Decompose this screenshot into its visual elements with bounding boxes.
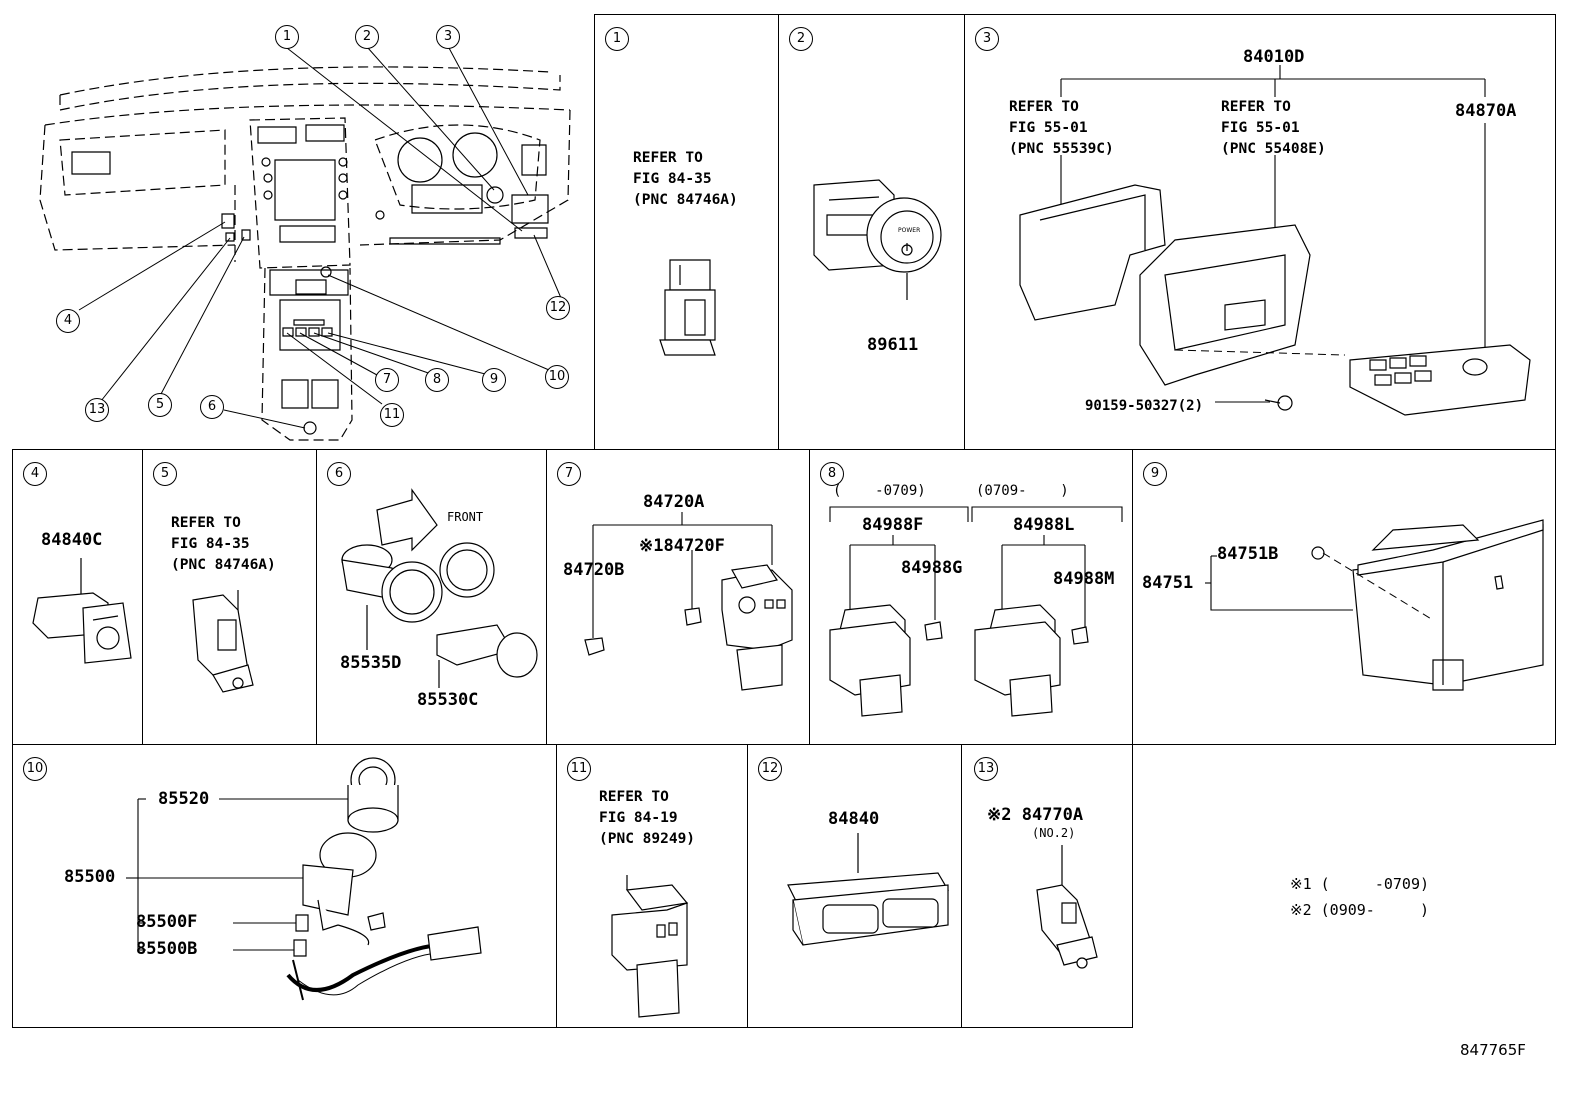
part-84870A: 84870A	[1455, 101, 1517, 121]
callout-10: 10	[545, 365, 569, 389]
callout-2: 2	[355, 25, 379, 49]
panel-9: 9 84751B 84751	[1132, 449, 1556, 745]
part-84988G: 84988G	[901, 558, 963, 578]
part-84770A-sub: (NO.2)	[1032, 826, 1076, 840]
part-84840C: 84840C	[41, 530, 103, 550]
panel-1: 1 REFER TO FIG 84-35 (PNC 84746A)	[594, 14, 779, 450]
callout-12: 12	[546, 296, 570, 320]
socket-drawing	[317, 450, 548, 746]
callout-8: 8	[425, 368, 449, 392]
panel-7: 7 84720A ※184720F 84720B	[546, 449, 810, 745]
part-84988M: 84988M	[1053, 569, 1115, 589]
footnote-2: ※2 (0909- )	[1290, 901, 1429, 919]
range-a: ( -0709)	[833, 483, 926, 499]
panel-number: 10	[23, 757, 47, 781]
panel-4: 4 84840C	[12, 449, 143, 745]
part-85530C: 85530C	[417, 690, 479, 710]
refer-note: REFER TO FIG 84-19 (PNC 89249)	[599, 789, 696, 847]
power-switch-drawing: POWER	[809, 175, 944, 305]
callout-5: 5	[148, 393, 172, 417]
panel-number: 6	[327, 462, 351, 486]
callout-3: 3	[436, 25, 460, 49]
dashboard-outline-drawing	[0, 0, 590, 450]
figure-id: 847765F	[1460, 1041, 1526, 1059]
part-84720F: ※184720F	[639, 536, 725, 556]
part-85500: 85500	[64, 867, 116, 887]
panel-number: 1	[605, 27, 629, 51]
footnote-1: ※1 ( -0709)	[1290, 875, 1429, 893]
part-84720A: 84720A	[643, 492, 705, 512]
svg-text:POWER: POWER	[898, 227, 920, 234]
panel-number: 8	[820, 462, 844, 486]
panel-number: 12	[758, 757, 782, 781]
panel-10: 10 85520 85500 85500F 85500B	[12, 744, 557, 1028]
panel-number: 11	[567, 757, 591, 781]
switch-drawing	[547, 450, 811, 746]
panel-number: 3	[975, 27, 999, 51]
callout-4: 4	[56, 309, 80, 333]
part-84988F: 84988F	[862, 515, 924, 535]
part-84751: 84751	[1142, 573, 1194, 593]
connector-drawing	[183, 580, 273, 705]
panel-12: 12 84840	[747, 744, 962, 1028]
panel-8: 8 ( -0709) (0709- ) 84988F 84988G 84988L…	[809, 449, 1133, 745]
connector-drawing	[655, 255, 725, 365]
range-b: (0709- )	[976, 483, 1069, 499]
panel-number: 2	[789, 27, 813, 51]
callout-13: 13	[85, 398, 109, 422]
panel-5: 5 REFER TO FIG 84-35 (PNC 84746A)	[142, 449, 317, 745]
panel-number: 13	[974, 757, 998, 781]
part-84840: 84840	[828, 809, 880, 829]
part-84751B: 84751B	[1217, 544, 1279, 564]
part-84770A: ※2 84770A	[987, 805, 1084, 825]
front-label: FRONT	[447, 510, 484, 524]
panel-number: 5	[153, 462, 177, 486]
callout-6: 6	[200, 395, 224, 419]
callout-11: 11	[380, 403, 404, 427]
part-84988L: 84988L	[1013, 515, 1075, 535]
panel-6: 6 FRONT 85535D 85530C	[316, 449, 547, 745]
part-84010D: 84010D	[1243, 47, 1305, 67]
lighter-harness-drawing	[13, 745, 558, 1029]
console-box-drawing	[965, 15, 1557, 451]
switch-drawing	[23, 558, 138, 668]
refer-note-a: REFER TO FIG 55-01 (PNC 55539C)	[1009, 99, 1114, 157]
panel-number: 4	[23, 462, 47, 486]
screw-label: 90159-50327(2)	[1085, 398, 1204, 414]
part-85535D: 85535D	[340, 653, 402, 673]
part-85520: 85520	[158, 789, 210, 809]
refer-note-b: REFER TO FIG 55-01 (PNC 55408E)	[1221, 99, 1326, 157]
callout-7: 7	[375, 368, 399, 392]
part-85500F: 85500F	[136, 912, 198, 932]
part-89611: 89611	[867, 335, 919, 355]
panel-3: 3 84010D REFER TO FIG 55-01 (PNC 55539C)…	[964, 14, 1556, 450]
switch-drawing	[810, 450, 1134, 746]
panel-number: 7	[557, 462, 581, 486]
part-85500B: 85500B	[136, 939, 198, 959]
panel-13: 13 ※2 84770A (NO.2)	[961, 744, 1133, 1028]
refer-note: REFER TO FIG 84-35 (PNC 84746A)	[633, 150, 738, 208]
ecu-drawing	[1133, 450, 1557, 746]
panel-number: 9	[1143, 462, 1167, 486]
connector-drawing	[1022, 845, 1112, 975]
switch-panel-drawing	[748, 745, 963, 1029]
part-84720B: 84720B	[563, 560, 625, 580]
refer-note: REFER TO FIG 84-35 (PNC 84746A)	[171, 515, 276, 573]
callout-9: 9	[482, 368, 506, 392]
switch-drawing	[597, 875, 707, 1020]
panel-2: 2 POWER 89611	[778, 14, 965, 450]
callout-1: 1	[275, 25, 299, 49]
panel-11: 11 REFER TO FIG 84-19 (PNC 89249)	[556, 744, 748, 1028]
